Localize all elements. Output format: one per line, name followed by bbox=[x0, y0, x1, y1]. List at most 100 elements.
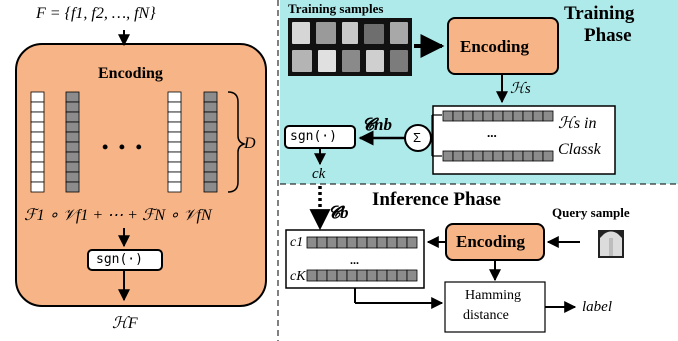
vector-cell bbox=[167, 131, 182, 143]
class-hv-cell bbox=[462, 110, 474, 122]
class-hv-cell bbox=[512, 150, 524, 162]
class-vector-cell bbox=[356, 269, 368, 282]
query-sample-image bbox=[598, 230, 624, 258]
vector-cell bbox=[30, 101, 45, 113]
vector-cell bbox=[65, 111, 80, 123]
training-phase-title-line1: Training bbox=[564, 3, 635, 24]
class-hv-bars bbox=[442, 110, 554, 162]
inference-phase-title: Inference Phase bbox=[372, 189, 501, 210]
dimension-brace bbox=[227, 91, 247, 193]
vector-cell bbox=[30, 131, 45, 143]
vector-cell bbox=[65, 141, 80, 153]
class-vector-cell bbox=[336, 269, 348, 282]
training-hs-label: ℋs bbox=[510, 81, 531, 97]
class-vector-cell bbox=[336, 236, 348, 249]
class-vector-cell bbox=[366, 269, 378, 282]
class-hv-cell bbox=[492, 110, 504, 122]
vector-cell bbox=[167, 121, 182, 133]
vector-cell bbox=[203, 141, 218, 153]
hamming-label-line1: Hamming bbox=[465, 288, 521, 303]
class-hv-cell bbox=[482, 150, 494, 162]
class-hv-cell bbox=[472, 110, 484, 122]
sgn-label-left: sgn(·) bbox=[96, 252, 143, 267]
vector-cell bbox=[167, 111, 182, 123]
class-hv-cell bbox=[442, 110, 454, 122]
ck-label: ck bbox=[312, 166, 326, 182]
vector-cell bbox=[65, 161, 80, 173]
class-hv-cell bbox=[542, 110, 554, 122]
class-vector-cell bbox=[316, 269, 328, 282]
class-hv-cell bbox=[532, 110, 544, 122]
output-hypervector-label: ℋF bbox=[112, 315, 138, 332]
vector-cell bbox=[203, 181, 218, 193]
training-samples-title: Training samples bbox=[288, 1, 384, 16]
output-label: label bbox=[582, 299, 612, 315]
vector-cell bbox=[167, 141, 182, 153]
vector-cell bbox=[30, 121, 45, 133]
vector-cell bbox=[203, 171, 218, 183]
c-b-label: 𝓒b bbox=[328, 203, 349, 222]
inference-class-bars bbox=[306, 236, 418, 282]
vector-cell bbox=[65, 91, 80, 103]
training-phase-title-line2: Phase bbox=[584, 25, 632, 46]
encoding-title: Encoding bbox=[98, 65, 163, 82]
training-samples-image bbox=[288, 18, 412, 76]
hs-in-label-line2: Classk bbox=[558, 141, 601, 158]
sgn-label-training: sgn(·) bbox=[290, 129, 337, 144]
hs-in-label-line1: ℋs in bbox=[558, 115, 597, 132]
vector-cell bbox=[167, 181, 182, 193]
class-vector-cell bbox=[396, 269, 408, 282]
vector-cell bbox=[65, 181, 80, 193]
class-vector-cell bbox=[346, 269, 358, 282]
class-hv-cell bbox=[522, 150, 534, 162]
class-hv-cell bbox=[442, 150, 454, 162]
vector-cell bbox=[167, 91, 182, 103]
class-vector-cell bbox=[326, 269, 338, 282]
vector-cell bbox=[30, 91, 45, 103]
vector-cell bbox=[167, 101, 182, 113]
class-hv-cell bbox=[502, 150, 514, 162]
vector-cell bbox=[167, 171, 182, 183]
class-vector-cell bbox=[376, 269, 388, 282]
vector-cell bbox=[65, 151, 80, 163]
training-encoding-label: Encoding bbox=[460, 37, 529, 56]
inference-encoding-label: Encoding bbox=[456, 232, 525, 251]
class-vector-cell bbox=[346, 236, 358, 249]
vector-cell bbox=[65, 171, 80, 183]
class-hv-cell bbox=[512, 110, 524, 122]
class-vector-cell bbox=[356, 236, 368, 249]
c-nb-label: 𝓒nb bbox=[362, 115, 392, 134]
c1-label: c1 bbox=[290, 235, 304, 250]
class-hv-cell bbox=[492, 150, 504, 162]
vector-cell bbox=[203, 121, 218, 133]
class-vector-cell bbox=[386, 236, 398, 249]
class-hv-cell bbox=[542, 150, 554, 162]
class-hv-cell bbox=[462, 150, 474, 162]
class-hv-cell bbox=[532, 150, 544, 162]
vector-cell bbox=[30, 141, 45, 153]
inference-ellipsis: ... bbox=[350, 253, 359, 267]
vector-cell bbox=[30, 111, 45, 123]
vector-cell bbox=[30, 181, 45, 193]
class-vector-cell bbox=[326, 236, 338, 249]
class-vector-cell bbox=[366, 236, 378, 249]
hamming-label-line2: distance bbox=[463, 308, 509, 323]
vector-cell bbox=[65, 131, 80, 143]
vector-cell bbox=[167, 161, 182, 173]
class-hv-cell bbox=[522, 110, 534, 122]
hamming-box bbox=[444, 281, 546, 333]
class-hv-cell bbox=[472, 150, 484, 162]
class-hv-cell bbox=[452, 150, 464, 162]
vector-columns bbox=[30, 91, 218, 193]
vector-cell bbox=[167, 151, 182, 163]
vector-cell bbox=[203, 151, 218, 163]
class-vector-cell bbox=[396, 236, 408, 249]
vector-cell bbox=[203, 91, 218, 103]
class-vector-cell bbox=[306, 269, 318, 282]
vector-cell bbox=[203, 131, 218, 143]
class-hv-ellipsis: ... bbox=[487, 125, 497, 140]
vector-cell bbox=[203, 161, 218, 173]
input-feature-set: F = {f1, f2, …, fN} bbox=[36, 5, 156, 22]
class-vector-cell bbox=[386, 269, 398, 282]
